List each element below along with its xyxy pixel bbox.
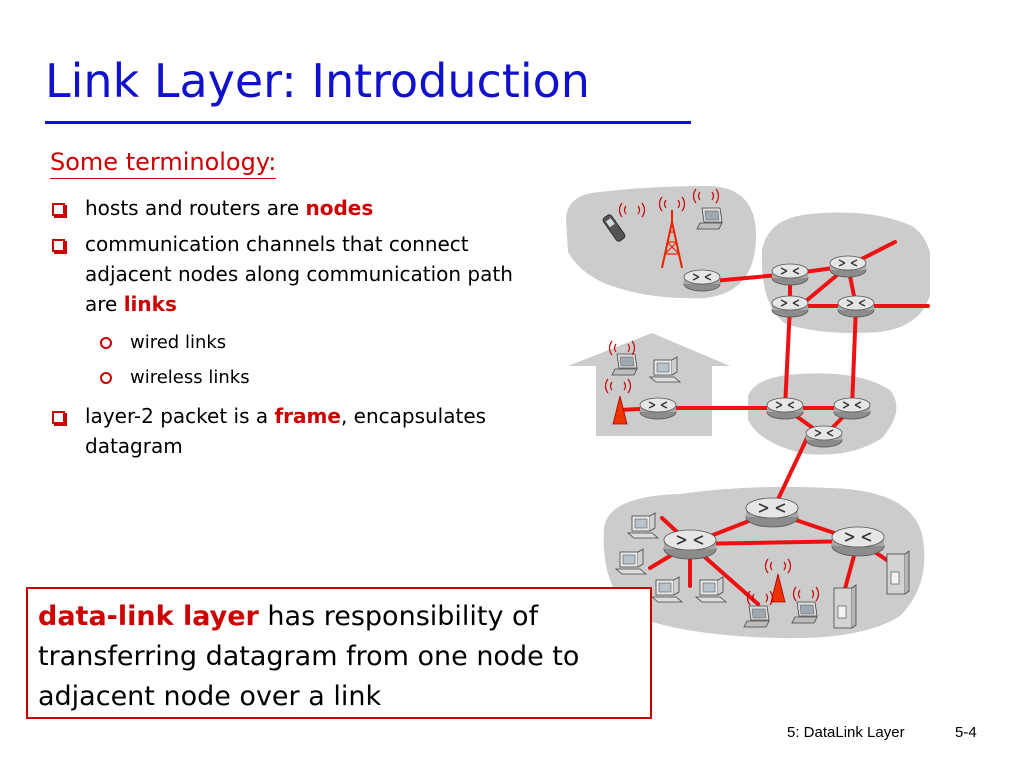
- bullet-marker-icon: [52, 411, 65, 424]
- sub-bullet-marker-icon: [100, 372, 112, 384]
- home-icon: [568, 333, 730, 436]
- bullet-text: layer-2 packet is a: [85, 404, 275, 428]
- desktop-computer-icon: [651, 576, 683, 603]
- bullet-list: hosts and routers are nodes communicatio…: [50, 193, 520, 467]
- bullet-highlight: frame: [274, 404, 341, 428]
- router-icon: [837, 295, 875, 318]
- cell-tower-icon: [661, 210, 683, 269]
- router-icon: [805, 425, 843, 448]
- router-icon: [683, 269, 721, 292]
- router-icon: [766, 397, 804, 420]
- network-diagram: [566, 186, 930, 639]
- subtitle: Some terminology:: [50, 148, 277, 179]
- sub-bullet-item: wireless links: [50, 360, 520, 395]
- sub-bullet-text: wireless links: [130, 367, 250, 388]
- server-icon: [886, 550, 910, 595]
- bullet-highlight: nodes: [305, 196, 374, 220]
- router-icon: [833, 397, 871, 420]
- router-icon: [771, 295, 809, 318]
- sub-bullet-text: wired links: [130, 332, 227, 353]
- definition-term: data-link layer: [38, 601, 259, 632]
- router-icon: [745, 497, 799, 528]
- bullet-text-after: , encapsulates datagram: [85, 404, 487, 458]
- cellphone-icon: [602, 214, 626, 242]
- bullet-item: communication channels that connect adja…: [50, 229, 520, 319]
- desktop-computer-icon: [627, 512, 659, 539]
- page-title: Link Layer: Introduction: [45, 54, 590, 108]
- bullet-item: hosts and routers are nodes: [50, 193, 520, 223]
- bullet-highlight: links: [123, 292, 177, 316]
- bullet-text: communication channels that connect adja…: [85, 232, 513, 316]
- router-icon: [829, 255, 867, 278]
- definition-text: has responsibility of transferring datag…: [38, 601, 580, 712]
- title-underline: [45, 121, 691, 124]
- router-icon: [831, 526, 885, 557]
- bullet-item: layer-2 packet is a frame, encapsulates …: [50, 401, 520, 461]
- bullet-text: hosts and routers are: [85, 196, 306, 220]
- sub-bullet-marker-icon: [100, 337, 112, 349]
- server-icon: [833, 584, 857, 629]
- definition-box: data-link layer has responsibility of tr…: [26, 587, 652, 719]
- footer-section: 5: DataLink Layer: [787, 724, 905, 741]
- desktop-computer-icon: [649, 356, 681, 383]
- sub-bullet-item: wired links: [50, 325, 520, 360]
- router-icon: [663, 529, 717, 560]
- bullet-marker-icon: [52, 239, 65, 252]
- router-icon: [771, 263, 809, 286]
- desktop-computer-icon: [695, 576, 727, 603]
- router-icon: [639, 397, 677, 420]
- desktop-computer-icon: [615, 548, 647, 575]
- page-number: 5-4: [955, 724, 977, 741]
- bullet-marker-icon: [52, 203, 65, 216]
